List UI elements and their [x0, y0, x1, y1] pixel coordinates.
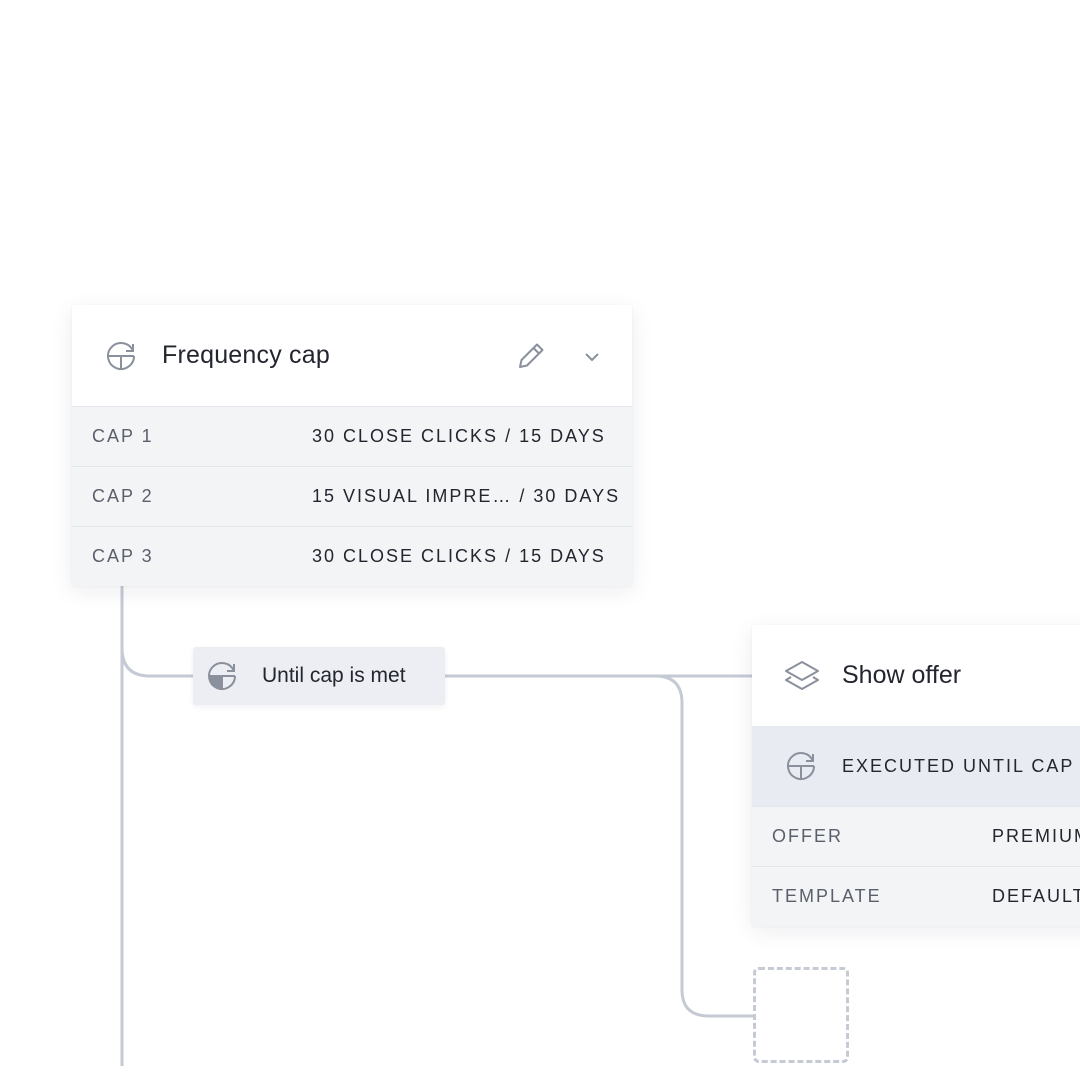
offer-detail-row: TEMPLATE DEFAULT [752, 866, 1080, 926]
add-step-placeholder[interactable] [753, 967, 849, 1063]
refresh-pie-icon [104, 339, 138, 373]
cap-row: CAP 1 30 CLOSE CLICKS / 15 DAYS [72, 406, 632, 466]
refresh-pie-icon [205, 659, 239, 693]
edit-pencil-icon[interactable] [514, 339, 548, 373]
cap-row: CAP 3 30 CLOSE CLICKS / 15 DAYS [72, 526, 632, 586]
offer-to-placeholder-line [654, 674, 754, 1018]
execution-banner-text: EXECUTED UNTIL CAP IS MET [842, 755, 1080, 776]
chevron-down-icon[interactable] [578, 343, 606, 371]
cap-row: CAP 2 15 VISUAL IMPRE… / 30 DAYS [72, 466, 632, 526]
cap-row-value: 30 CLOSE CLICKS / 15 DAYS [312, 426, 606, 446]
cap-row-value: 30 CLOSE CLICKS / 15 DAYS [312, 546, 606, 566]
cap-row-label: CAP 3 [92, 546, 154, 566]
until-cap-met-branch[interactable]: Until cap is met [193, 647, 445, 705]
offer-row-label: OFFER [772, 826, 843, 846]
frequency-cap-title: Frequency cap [162, 341, 330, 369]
cap-row-value: 15 VISUAL IMPRE… / 30 DAYS [312, 486, 621, 506]
show-offer-header: Show offer [752, 625, 1080, 726]
offer-row-value: DEFAULT [992, 886, 1080, 906]
frequency-cap-header: Frequency cap [72, 305, 632, 406]
cap-row-label: CAP 2 [92, 486, 154, 506]
branch-label: Until cap is met [262, 664, 406, 687]
offer-row-value: PREMIUM [992, 826, 1080, 846]
execution-banner: EXECUTED UNTIL CAP IS MET [752, 726, 1080, 806]
cap-row-label: CAP 1 [92, 426, 154, 446]
frequency-cap-card[interactable]: Frequency cap CAP 1 30 CLOSE CLICKS / 15… [72, 305, 632, 586]
refresh-pie-icon [784, 749, 818, 783]
show-offer-title: Show offer [842, 661, 962, 689]
layers-icon [782, 656, 822, 696]
show-offer-card[interactable]: Show offer EXECUTED UNTIL CAP IS MET OFF… [752, 625, 1080, 926]
offer-detail-row: OFFER PREMIUM [752, 806, 1080, 866]
branch-connector-line [120, 647, 195, 678]
offer-row-label: TEMPLATE [772, 886, 882, 906]
